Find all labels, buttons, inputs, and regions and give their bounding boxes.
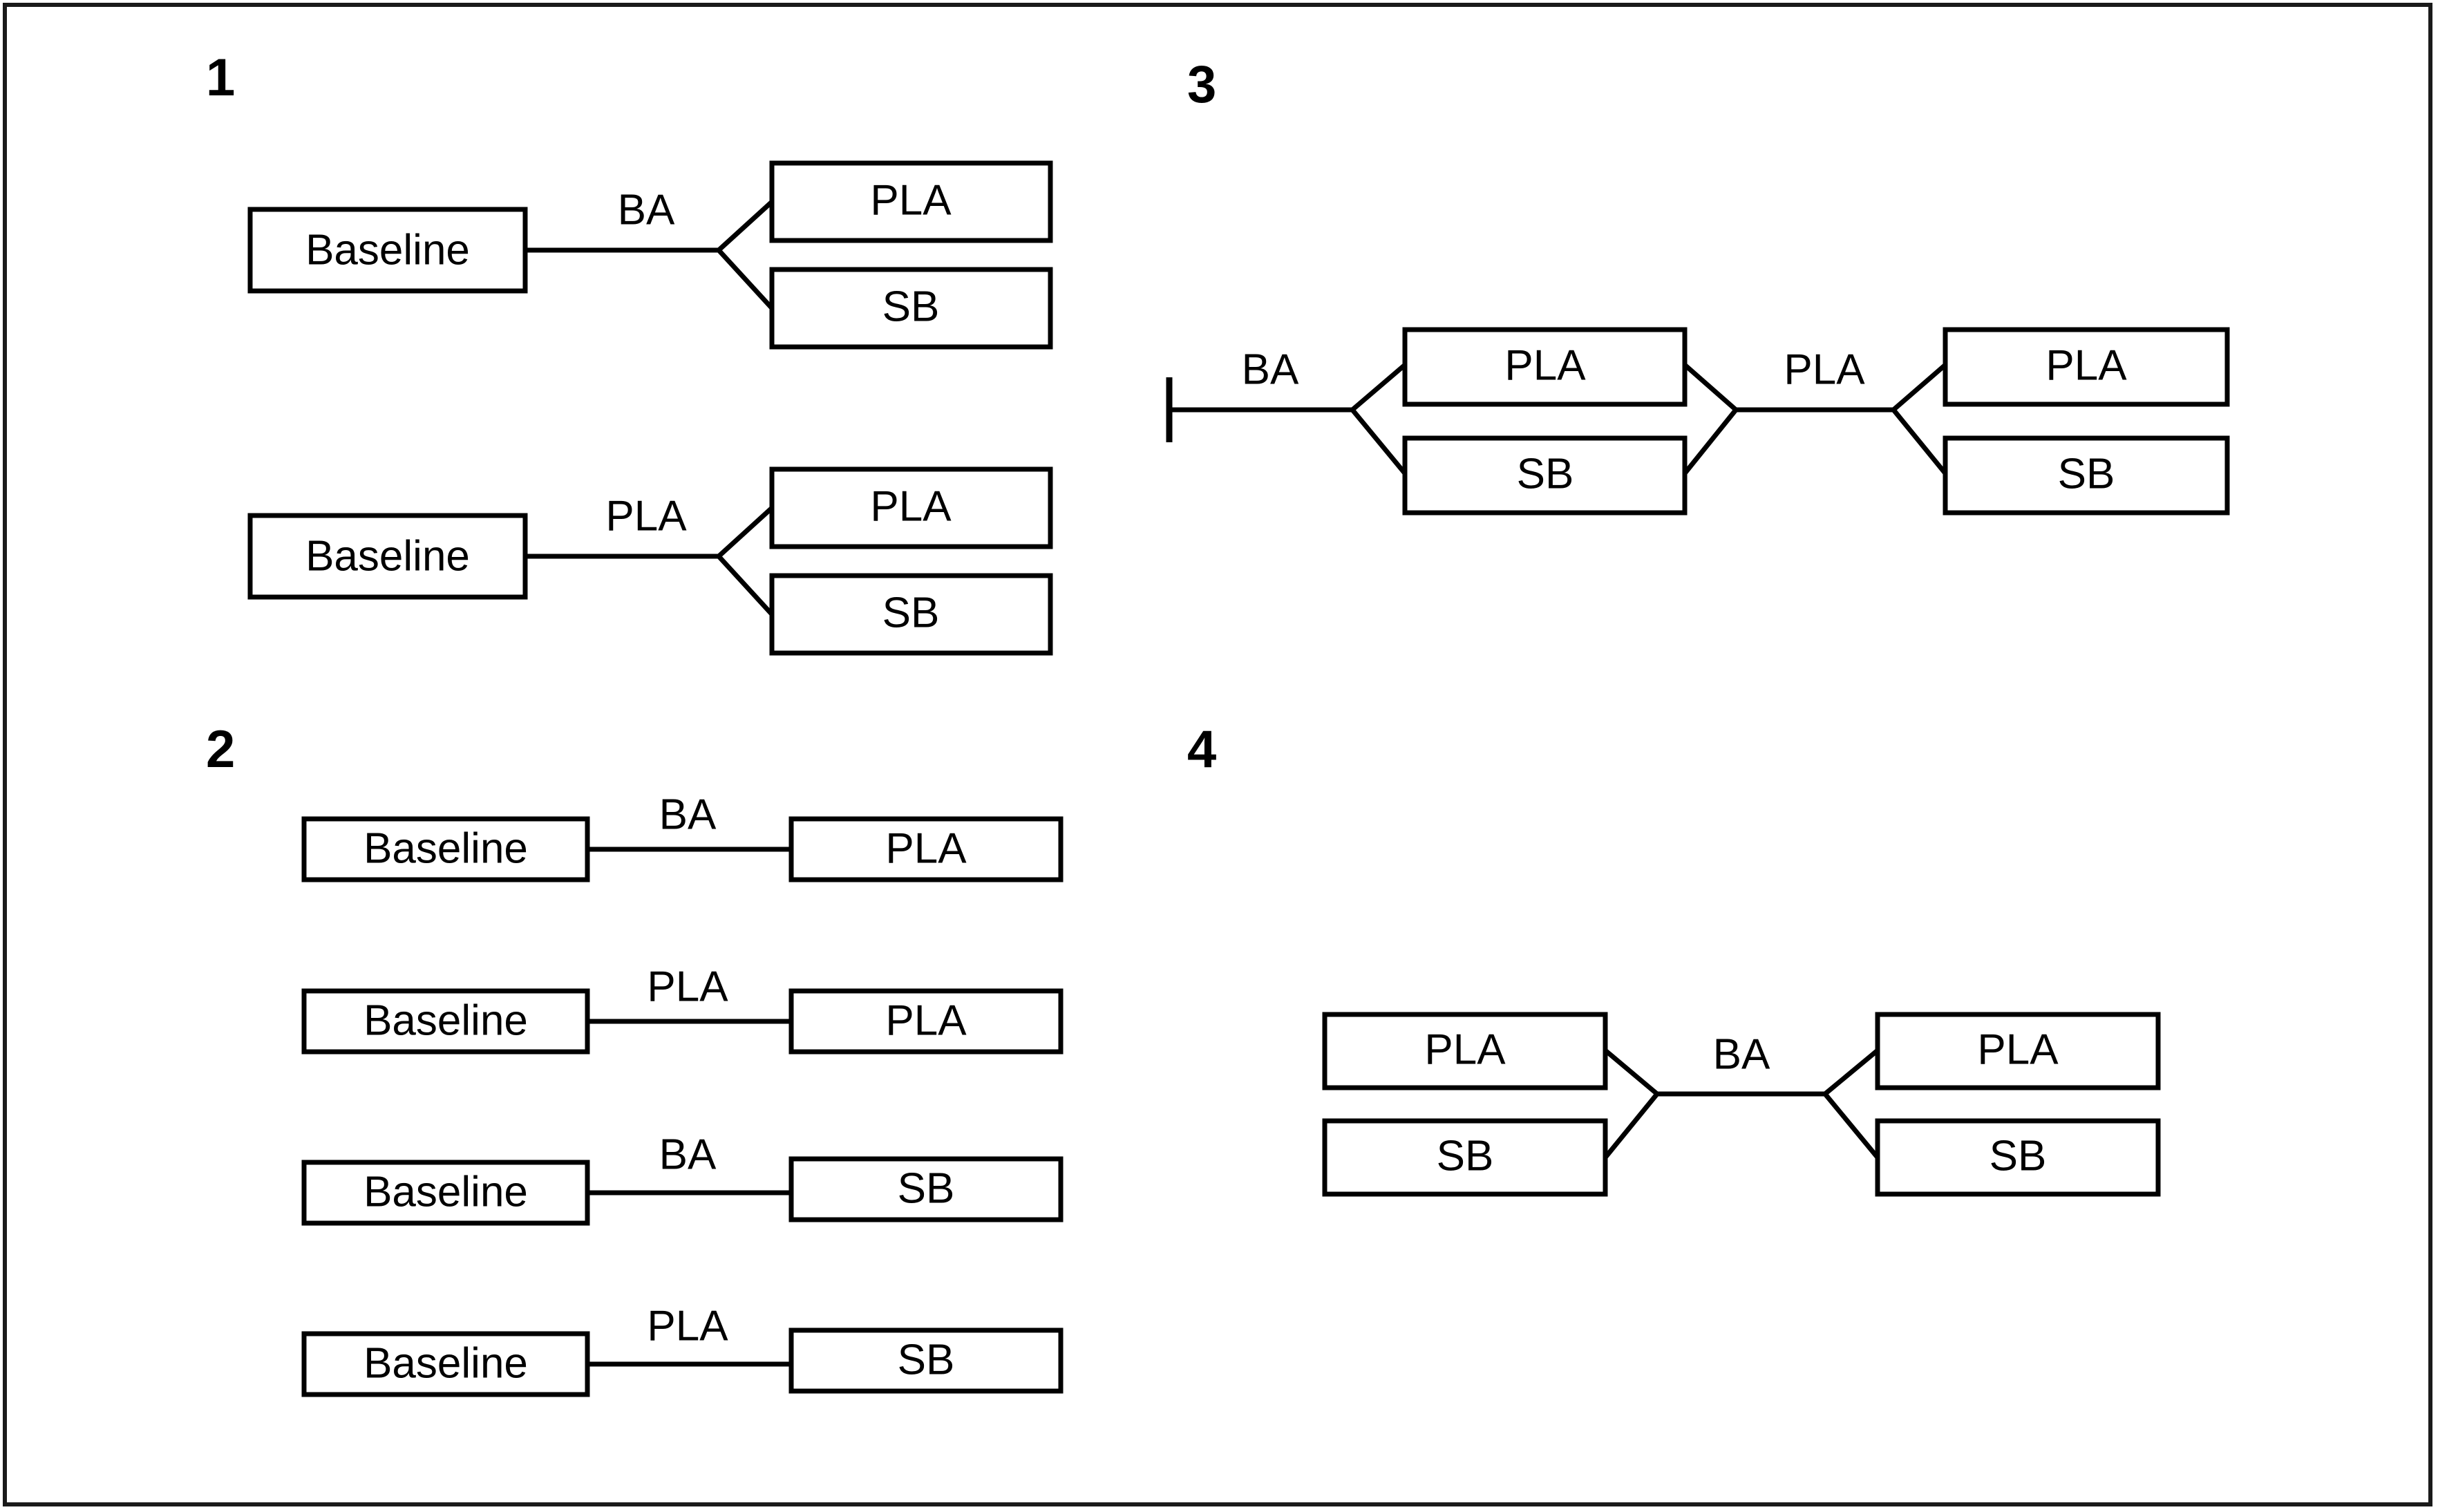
panel-1-edge-a-fork-upper (717, 200, 774, 252)
panel-2-number: 2 (206, 720, 235, 779)
panel-2-node-baseline-2 (301, 988, 590, 1055)
panel-3-node-sb-1 (1402, 435, 1688, 516)
panel-3-node-pla-1 (1402, 327, 1688, 407)
panel-4-node-sb-left (1322, 1118, 1608, 1197)
panel-4-node-sb-left-label: SB (1437, 1132, 1494, 1180)
panel-3-edge-fork2-upper (1891, 363, 1947, 412)
panel-2-node-baseline-2-label: Baseline (363, 996, 528, 1044)
panel-2-node-target-1-label: PLA (885, 824, 967, 872)
panel-1-edge-b-fork-upper (717, 506, 774, 558)
panel-2-node-baseline-1-label: Baseline (363, 824, 528, 872)
panel-3-edge-fork1-upper (1350, 363, 1407, 412)
panel-4-edge-merge-upper (1603, 1048, 1659, 1096)
panel-4-node-pla-right (1875, 1012, 2161, 1090)
panel-2-node-baseline-4-label: Baseline (363, 1339, 528, 1387)
panel-3-node-sb-1-label: SB (1517, 450, 1574, 498)
panel-3-edge-fork2-lower (1891, 408, 1947, 475)
panel-1-node-pla-b (769, 466, 1053, 549)
panel-4: 4 PLA SB PLA SB BA (1187, 720, 2161, 1197)
panel-4-node-pla-right-label: PLA (1977, 1026, 2059, 1073)
panel-3-node-sb-2 (1943, 435, 2230, 516)
panel-2-node-baseline-4 (301, 1331, 590, 1397)
panel-2-node-target-4 (788, 1327, 1064, 1394)
panel-2-node-target-3-label: SB (898, 1164, 955, 1212)
panel-3-node-sb-2-label: SB (2058, 450, 2115, 498)
panel-4-edge-label-ba: BA (1713, 1030, 1770, 1078)
panel-2: 2 Baseline PLA BA Baseline PLA PLA Basel… (206, 720, 1064, 1397)
panel-3-edge-fork1-lower (1350, 408, 1407, 475)
panel-4-number: 4 (1187, 720, 1216, 779)
panel-2-edge-label-4: PLA (647, 1302, 728, 1350)
panel-4-node-pla-left-label: PLA (1424, 1026, 1506, 1073)
panel-2-node-target-2-label: PLA (885, 996, 967, 1044)
panel-3-node-pla-1-label: PLA (1504, 341, 1586, 389)
panel-3-number: 3 (1187, 55, 1216, 114)
panel-3-node-pla-2-label: PLA (2045, 341, 2127, 389)
panel-1-edge-a-fork-lower (717, 248, 774, 310)
panel-2-node-target-4-label: SB (898, 1336, 955, 1383)
panel-1-node-sb-a-label: SB (882, 283, 940, 330)
panel-1-node-baseline-a-label: Baseline (305, 226, 470, 274)
panel-3-edge-label-ba: BA (1242, 346, 1299, 393)
panel-3-edge-merge1-upper (1683, 363, 1738, 412)
panel-4-edge-merge-lower (1603, 1092, 1659, 1160)
panel-2-node-target-3 (788, 1156, 1064, 1222)
panel-1-node-pla-a (769, 160, 1053, 243)
panel-1: 1 Baseline PLA SB BA Baseline PLA SB PLA (206, 48, 1053, 656)
panel-4-node-sb-right (1875, 1118, 2161, 1197)
panel-3: 3 PLA SB PLA SB BA PLA (1166, 55, 2230, 516)
panel-1-node-sb-b-label: SB (882, 589, 940, 636)
panel-1-node-baseline-b (247, 513, 528, 600)
panel-1-edge-label-pla: PLA (605, 492, 687, 540)
panel-2-edge-label-3: BA (659, 1131, 717, 1178)
panel-4-edge-fork-lower (1823, 1092, 1880, 1160)
panel-1-node-baseline-b-label: Baseline (305, 532, 470, 580)
panel-2-edge-label-2: PLA (647, 963, 728, 1010)
panel-1-node-sb-b (769, 573, 1053, 656)
panel-1-node-sb-a (769, 267, 1053, 350)
panel-1-node-pla-b-label: PLA (870, 482, 952, 530)
panel-4-node-sb-right-label: SB (1990, 1132, 2047, 1180)
panel-1-node-baseline-a (247, 207, 528, 294)
panel-4-edge-fork-upper (1823, 1048, 1880, 1096)
panel-1-number: 1 (206, 48, 235, 107)
panel-1-edge-b-fork-lower (717, 554, 774, 616)
panel-2-edge-label-1: BA (659, 791, 717, 838)
panel-2-node-target-1 (788, 816, 1064, 882)
panel-1-edge-label-ba: BA (618, 186, 675, 234)
panel-4-node-pla-left (1322, 1012, 1608, 1090)
panel-1-node-pla-a-label: PLA (870, 176, 952, 224)
panel-2-node-baseline-3-label: Baseline (363, 1168, 528, 1216)
panel-3-edge-merge1-lower (1683, 408, 1738, 475)
panel-2-node-baseline-3 (301, 1160, 590, 1226)
panel-2-node-baseline-1 (301, 816, 590, 882)
panel-2-node-target-2 (788, 988, 1064, 1055)
panel-3-edge-label-pla: PLA (1784, 346, 1865, 393)
panel-3-node-pla-2 (1943, 327, 2230, 407)
